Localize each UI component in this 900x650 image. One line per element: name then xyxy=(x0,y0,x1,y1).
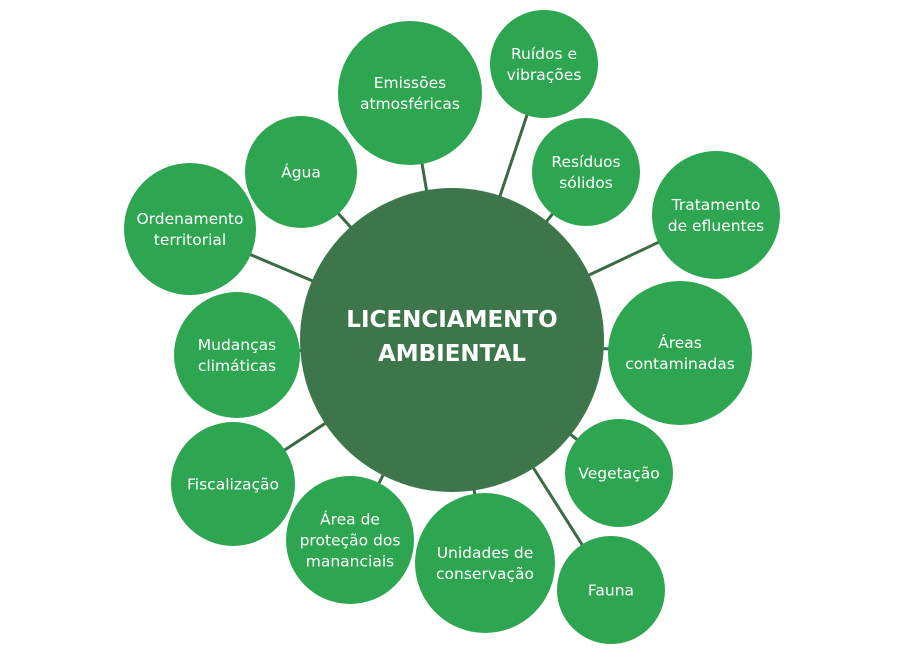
connector-tratamento-efluentes xyxy=(585,239,663,279)
node-label-line: sólidos xyxy=(559,174,613,192)
hub-label-line-1: LICENCIAMENTO xyxy=(346,307,557,333)
hub-label-line-2: AMBIENTAL xyxy=(378,341,526,367)
node-emissoes-atmosfericas: Emissões atmosféricas xyxy=(338,21,482,165)
node-label-line: vibrações xyxy=(507,66,582,84)
node-label-line: proteção dos xyxy=(300,532,401,550)
connector-fauna xyxy=(530,464,586,549)
node-label-line: Área de xyxy=(320,510,380,529)
node-tratamento-efluentes: Tratamento de efluentes xyxy=(652,151,780,279)
node-circle xyxy=(652,151,780,279)
node-residuos-solidos: Resíduos sólidos xyxy=(532,118,640,226)
node-circle xyxy=(338,21,482,165)
node-label-line: Mudanças xyxy=(198,336,276,354)
node-label-line: atmosféricas xyxy=(360,95,460,113)
node-ruidos-vibracoes: Ruídos e vibrações xyxy=(490,10,598,118)
node-fauna: Fauna xyxy=(557,536,665,644)
node-circle xyxy=(286,476,414,604)
node-vegetacao: Vegetação xyxy=(565,419,673,527)
node-label-line: Ordenamento xyxy=(136,210,243,228)
node-label-line: Fiscalização xyxy=(187,476,279,494)
node-label-line: climáticas xyxy=(198,357,276,375)
node-circle xyxy=(174,292,300,418)
node-circle xyxy=(245,116,357,228)
node-label-line: mananciais xyxy=(306,553,394,571)
node-circle xyxy=(565,419,673,527)
hub-circle xyxy=(300,188,604,492)
node-circle xyxy=(557,536,665,644)
node-label-line: Resíduos xyxy=(551,153,620,171)
node-ordenamento-territorial: Ordenamento territorial xyxy=(124,163,256,295)
node-circle xyxy=(171,422,295,546)
hub-node: LICENCIAMENTO AMBIENTAL xyxy=(300,188,604,492)
node-label-line: Áreas xyxy=(658,333,702,352)
node-label-line: Água xyxy=(281,163,321,182)
node-circle xyxy=(608,281,752,425)
node-circle xyxy=(124,163,256,295)
node-circle xyxy=(532,118,640,226)
node-unidades-conservacao: Unidades de conservação xyxy=(415,493,555,633)
node-label-line: Emissões xyxy=(374,74,446,92)
node-area-protecao-mananciais: Área de proteção dos mananciais xyxy=(286,476,414,604)
connector-ordenamento-territorial xyxy=(246,251,317,284)
node-label-line: contaminadas xyxy=(625,355,735,373)
node-areas-contaminadas: Áreas contaminadas xyxy=(608,281,752,425)
connector-fiscalizacao xyxy=(280,420,330,454)
node-label-line: Vegetação xyxy=(578,465,659,483)
connector-agua xyxy=(334,209,355,231)
node-fiscalizacao: Fiscalização xyxy=(171,422,295,546)
node-label-line: Fauna xyxy=(588,582,634,600)
node-label-line: Ruídos e xyxy=(511,45,577,63)
node-agua: Água xyxy=(245,116,357,228)
node-label-line: de efluentes xyxy=(668,217,764,235)
node-mudancas-climaticas: Mudanças climáticas xyxy=(174,292,300,418)
connector-emissoes-atmosfericas xyxy=(419,159,429,195)
node-circle xyxy=(490,10,598,118)
node-label-line: Tratamento xyxy=(671,196,761,214)
node-label-line: conservação xyxy=(436,565,534,583)
node-label-line: Unidades de xyxy=(437,544,534,562)
connector-ruidos-vibracoes xyxy=(497,110,530,201)
node-circle xyxy=(415,493,555,633)
node-label-line: territorial xyxy=(154,231,226,249)
